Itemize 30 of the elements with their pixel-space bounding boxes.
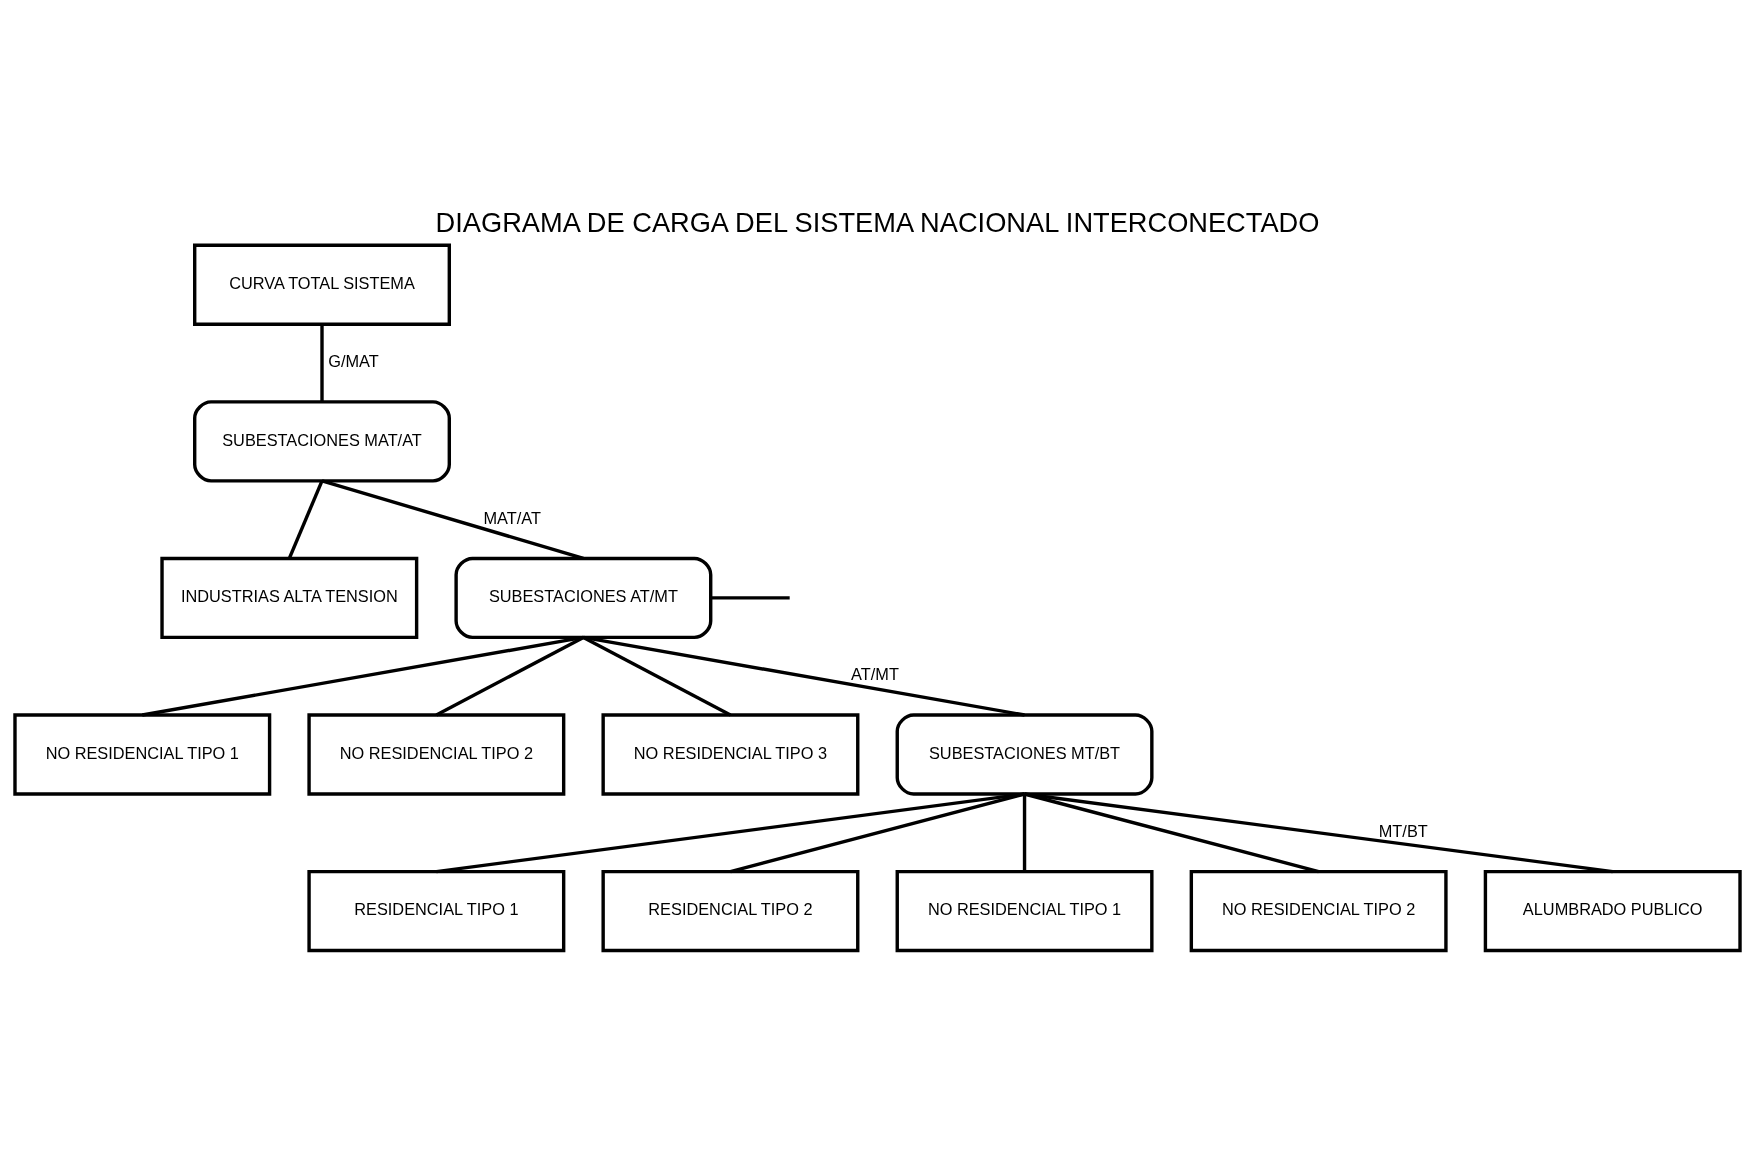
node-box: RESIDENCIAL TIPO 2 xyxy=(600,869,859,952)
connector xyxy=(729,791,1025,873)
connector xyxy=(319,323,324,402)
node-box: RESIDENCIAL TIPO 1 xyxy=(306,869,565,952)
node-box: NO RESIDENCIAL TIPO 2 xyxy=(306,712,565,796)
connector xyxy=(435,791,1025,873)
connector xyxy=(141,635,584,717)
connector xyxy=(1023,791,1319,873)
node-box: NO RESIDENCIAL TIPO 2 xyxy=(1189,869,1448,952)
edge-label: AT/MT xyxy=(850,664,899,683)
node-box: NO RESIDENCIAL TIPO 3 xyxy=(600,712,859,796)
node-box: INDUSTRIAS ALTA TENSION xyxy=(159,556,418,639)
edge-label: MT/BT xyxy=(1378,821,1428,840)
node-box: CURVA TOTAL SISTEMA xyxy=(192,243,451,326)
node-box: SUBESTACIONES AT/MT xyxy=(453,556,712,639)
edge-label: MAT/AT xyxy=(482,508,541,527)
node-box: SUBESTACIONES MAT/AT xyxy=(192,399,451,483)
node-box: NO RESIDENCIAL TIPO 1 xyxy=(895,869,1154,952)
connector xyxy=(1023,791,1613,873)
connector xyxy=(1022,793,1026,872)
node-box: SUBESTACIONES MT/BT xyxy=(895,712,1154,796)
node-box: ALUMBRADO PUBLICO xyxy=(1483,869,1742,952)
connector xyxy=(287,479,324,559)
diagram-title: DIAGRAMA DE CARGA DEL SISTEMA NACIONAL INTERCONECTADO xyxy=(435,206,1319,238)
edge-label: G/MAT xyxy=(327,351,379,370)
node-box: NO RESIDENCIAL TIPO 1 xyxy=(12,712,271,796)
connector xyxy=(710,595,790,600)
connector xyxy=(435,635,584,716)
connector xyxy=(582,635,1025,717)
connector xyxy=(321,478,584,560)
